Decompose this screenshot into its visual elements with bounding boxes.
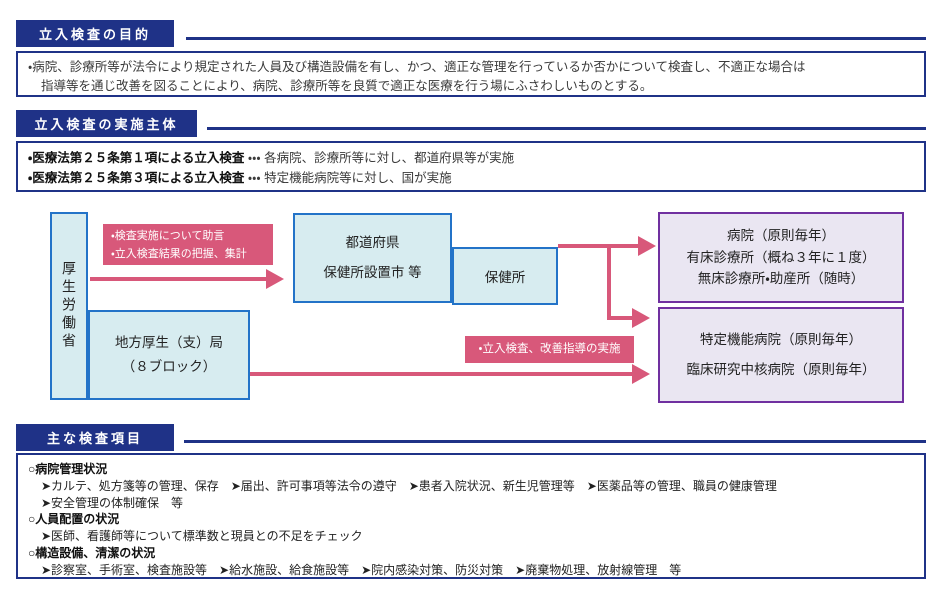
label-inspection-text: ・立入検査、改善指導の実施 xyxy=(478,343,621,356)
node-health-center-label: 保健所 xyxy=(484,270,526,285)
label-advice: ・検査実施について助言 ・立入検査結果の把握、集計 xyxy=(103,224,273,265)
implementer-item-2-law: ・医療法第２５条第３項による立入検査 xyxy=(28,171,245,185)
section-header-purpose-label: 立入検査の目的 xyxy=(38,27,151,42)
items-text-box: ○病院管理状況 ➤カルテ、処方箋等の管理、保存 ➤届出、許可事項等法令の遵守 ➤… xyxy=(16,453,926,579)
node-facility-general-line-1: 病院（原則毎年） xyxy=(727,228,835,244)
node-prefecture-line-2: 保健所設置市 等 xyxy=(323,265,422,280)
node-mhlw: 厚生労働省 xyxy=(50,212,88,400)
arrow-mhlw-to-prefecture xyxy=(90,269,284,289)
label-advice-line-1: ・検査実施について助言 xyxy=(111,230,225,242)
node-mhlw-label: 厚生労働省 xyxy=(61,261,77,351)
label-advice-line-2: ・立入検査結果の把握、集計 xyxy=(111,247,247,260)
node-prefecture-line-1: 都道府県 xyxy=(345,235,400,251)
header-rule-purpose xyxy=(186,37,926,40)
header-rule-implementer xyxy=(207,127,926,130)
implementer-item-1-law: ・医療法第２５条第１項による立入検査 xyxy=(28,151,245,165)
arrow-bureau-to-special-facilities xyxy=(250,364,650,384)
section-header-items: 主な検査項目 xyxy=(16,424,174,451)
purpose-line-1: ・病院、診療所等が法令により規定された人員及び構造設備を有し、かつ、適正な管理を… xyxy=(28,60,806,74)
implementer-text-box: ・医療法第２５条第１項による立入検査 ・・・ 各病院、診療所等に対し、都道府県等… xyxy=(16,141,926,192)
items-group-2-title: ○人員配置の状況 xyxy=(28,512,120,527)
section-header-implementer-label: 立入検査の実施主体 xyxy=(34,117,179,132)
node-facility-general-line-3: 無床診療所・助産所（随時） xyxy=(697,271,865,287)
section-header-implementer: 立入検査の実施主体 xyxy=(16,110,197,137)
purpose-line-2: 指導等を通じ改善を図ることにより、病院、診療所等を良質で適正な医療を行う場にふさ… xyxy=(41,78,653,93)
implementer-item-1: ・医療法第２５条第１項による立入検査 ・・・ 各病院、診療所等に対し、都道府県等… xyxy=(28,148,914,168)
implementer-item-1-detail: ・・・ 各病院、診療所等に対し、都道府県等が実施 xyxy=(244,151,515,165)
items-group-1-line-2: ➤安全管理の体制確保 等 xyxy=(41,495,184,510)
label-inspection: ・立入検査、改善指導の実施 xyxy=(465,336,634,363)
node-facility-special-line-1: 特定機能病院（原則毎年） xyxy=(700,332,862,348)
items-group-2-line-1: ➤医師、看護師等について標準数と現員との不足をチェック xyxy=(41,529,363,544)
node-facility-special: 特定機能病院（原則毎年） 臨床研究中核病院（原則毎年） xyxy=(658,307,904,403)
section-header-purpose: 立入検査の目的 xyxy=(16,20,174,47)
arrow-healthcenter-to-facilities xyxy=(558,236,656,328)
node-facility-special-line-2: 臨床研究中核病院（原則毎年） xyxy=(686,362,876,377)
node-health-center: 保健所 xyxy=(452,247,558,305)
node-regional-bureau: 地方厚生（支）局 （８ブロック） xyxy=(88,310,250,400)
section-header-items-label: 主な検査項目 xyxy=(46,431,143,446)
items-group-3-title: ○構造設備、清潔の状況 xyxy=(28,545,156,560)
items-group-1-title: ○病院管理状況 xyxy=(28,462,108,476)
implementer-item-2-detail: ・・・ 特定機能病院等に対し、国が実施 xyxy=(244,171,452,185)
node-facility-general-line-2: 有床診療所（概ね３年に１度） xyxy=(686,249,876,265)
items-group-3-line-1: ➤診察室、手術室、検査施設等 ➤給水施設、給食施設等 ➤院内感染対策、防災対策 … xyxy=(41,562,682,577)
purpose-text-box: ・病院、診療所等が法令により規定された人員及び構造設備を有し、かつ、適正な管理を… xyxy=(16,51,926,97)
items-group-1-line-1: ➤カルテ、処方箋等の管理、保存 ➤届出、許可事項等法令の遵守 ➤患者入院状況、新… xyxy=(41,478,777,493)
node-facility-general: 病院（原則毎年） 有床診療所（概ね３年に１度） 無床診療所・助産所（随時） xyxy=(658,212,904,303)
node-prefecture: 都道府県 保健所設置市 等 xyxy=(293,213,452,303)
node-regional-bureau-line-1: 地方厚生（支）局 xyxy=(115,335,223,351)
implementer-item-2: ・医療法第２５条第３項による立入検査 ・・・ 特定機能病院等に対し、国が実施 xyxy=(28,168,914,188)
node-regional-bureau-line-2: （８ブロック） xyxy=(121,359,217,374)
header-rule-items xyxy=(184,440,926,443)
